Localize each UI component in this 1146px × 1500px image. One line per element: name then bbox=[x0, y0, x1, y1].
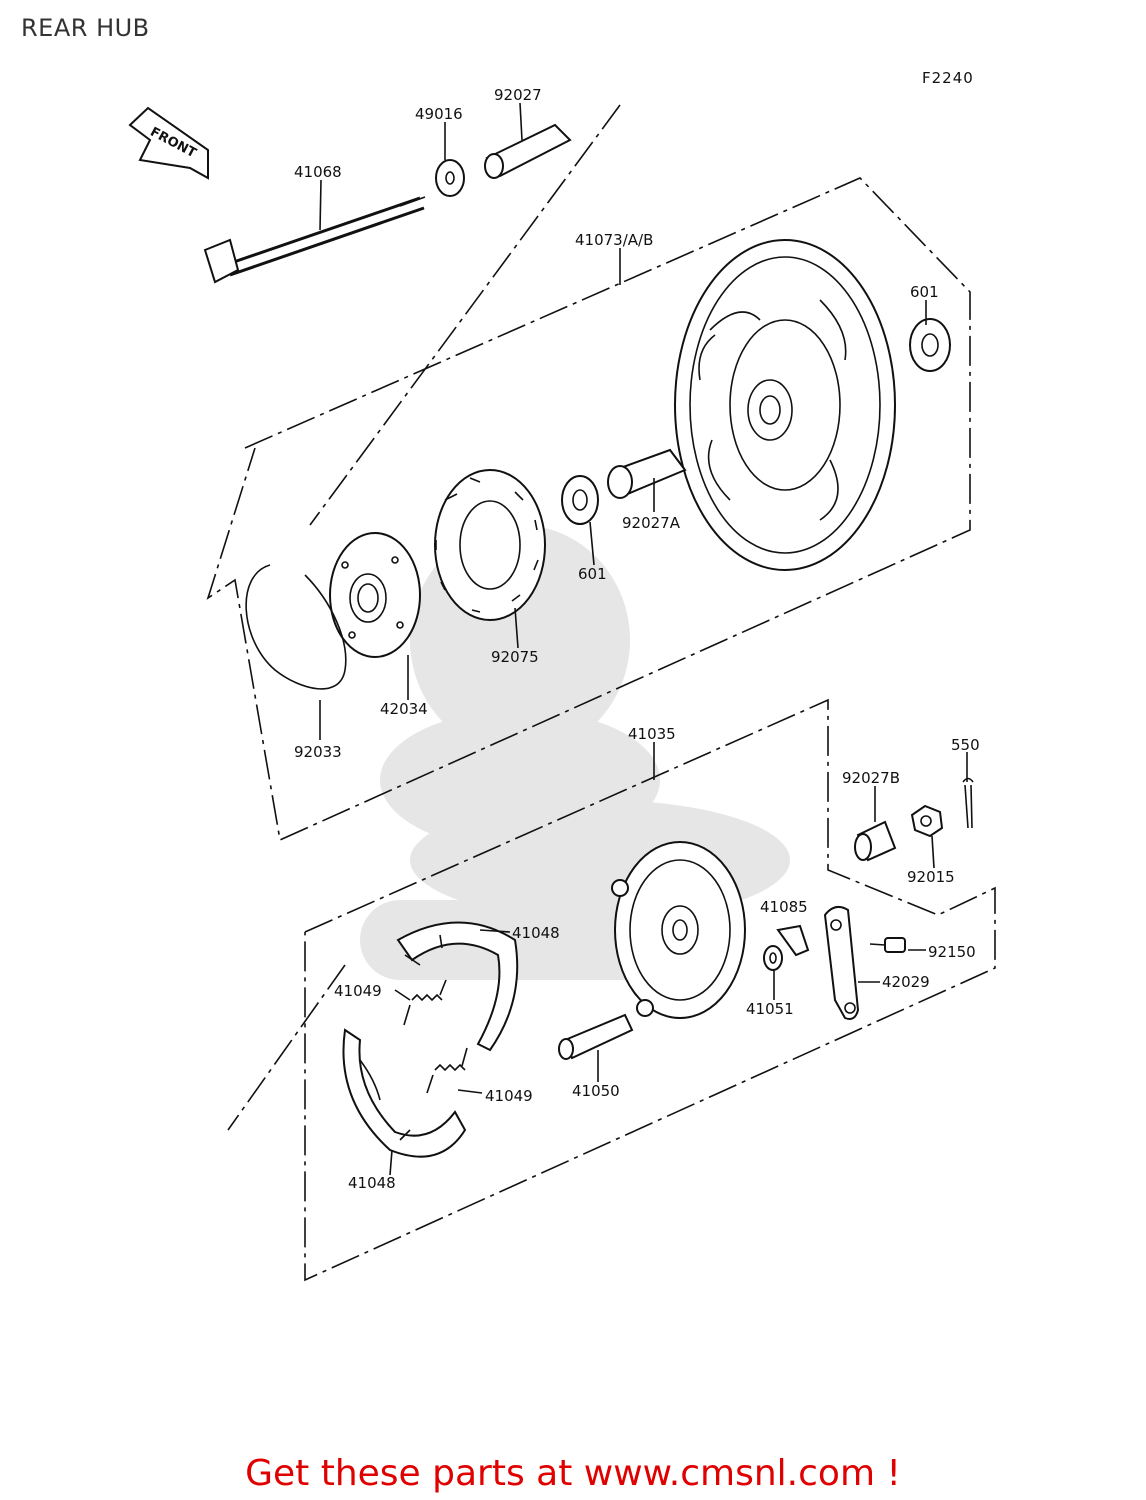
callout-601-left: 601 bbox=[578, 565, 607, 583]
brake-panel-part bbox=[611, 841, 746, 1019]
callout-49016: 49016 bbox=[415, 105, 463, 123]
watermark-logo bbox=[360, 525, 790, 980]
front-direction-arrow: FRONT bbox=[128, 106, 209, 180]
collar-b-part bbox=[854, 820, 897, 862]
footer-link-text[interactable]: Get these parts at www.cmsnl.com ! bbox=[245, 1453, 901, 1494]
callout-41048-upper: 41048 bbox=[512, 924, 560, 942]
camshaft-part bbox=[558, 1013, 634, 1060]
nut-part bbox=[910, 804, 944, 838]
bearing-right-part bbox=[909, 318, 951, 372]
washer-part bbox=[435, 159, 465, 197]
callout-550: 550 bbox=[951, 736, 980, 754]
callout-41085: 41085 bbox=[760, 898, 808, 916]
brake-shoe-upper-part bbox=[396, 921, 519, 1052]
cam-lever-part bbox=[823, 905, 860, 1020]
coupling-part bbox=[329, 532, 421, 658]
callout-41051: 41051 bbox=[746, 1000, 794, 1018]
callout-92075: 92075 bbox=[491, 648, 539, 666]
callout-42029: 42029 bbox=[882, 973, 930, 991]
callout-41035: 41035 bbox=[628, 725, 676, 743]
wheel-part bbox=[674, 239, 896, 571]
callout-41048-lower: 41048 bbox=[348, 1174, 396, 1192]
callout-41050: 41050 bbox=[572, 1082, 620, 1100]
callout-41049-lower: 41049 bbox=[485, 1087, 533, 1105]
callout-labels: 41068 49016 92027 41073/A/B 601 601 9202… bbox=[294, 86, 980, 1192]
assembly-outline bbox=[206, 104, 996, 1282]
callout-41073-a-b: 41073/A/B bbox=[575, 231, 653, 249]
page-title: REAR HUB bbox=[21, 14, 150, 42]
bolt-part bbox=[869, 937, 906, 953]
bearing-left-part bbox=[561, 475, 599, 525]
callout-42034: 42034 bbox=[380, 700, 428, 718]
callout-92033: 92033 bbox=[294, 743, 342, 761]
figure-code: F2240 bbox=[922, 69, 974, 87]
cotter-pin-part bbox=[962, 777, 974, 829]
callout-92027a: 92027A bbox=[622, 514, 681, 532]
callout-41049-upper: 41049 bbox=[334, 982, 382, 1000]
damper-part bbox=[434, 469, 546, 621]
callout-601-right: 601 bbox=[910, 283, 939, 301]
indicator-part bbox=[776, 924, 810, 957]
spacer-part bbox=[607, 448, 687, 499]
leader-lines bbox=[319, 102, 968, 1176]
axle-part bbox=[203, 196, 426, 284]
brake-shoe-lower-part bbox=[342, 1028, 467, 1158]
callout-92027b: 92027B bbox=[842, 769, 900, 787]
callout-92150: 92150 bbox=[928, 943, 976, 961]
callout-92015: 92015 bbox=[907, 868, 955, 886]
spring-lower-part bbox=[426, 1047, 468, 1094]
callout-92027: 92027 bbox=[494, 86, 542, 104]
circlip-part bbox=[245, 564, 347, 690]
callout-41068: 41068 bbox=[294, 163, 342, 181]
seal-washer-part bbox=[763, 945, 783, 971]
spring-upper-part bbox=[403, 979, 447, 1026]
collar-part bbox=[484, 123, 572, 179]
